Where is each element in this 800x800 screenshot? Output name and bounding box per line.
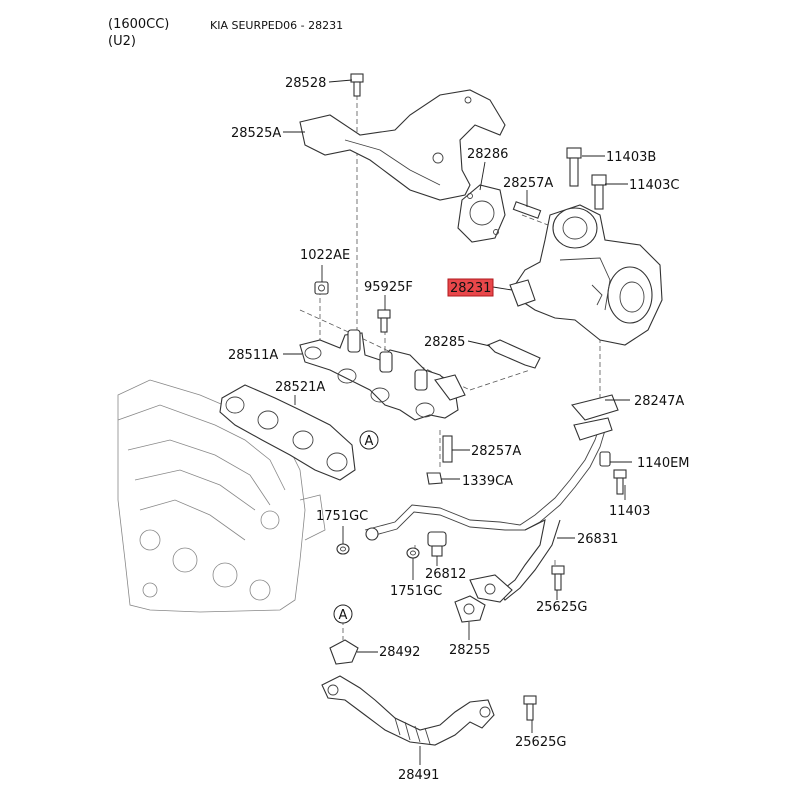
washer-1751GC-a [336,543,350,555]
callout-1751GC-a: 1751GC [316,509,368,524]
bolt-11403C [591,174,607,210]
highlight-box-28231 [447,278,494,297]
svg-text:A: A [339,608,348,623]
callout-25625G-a: 25625G [536,600,587,615]
bolt-11403 [613,469,627,495]
gasket-28255 [454,595,486,623]
callout-28257A-top: 28257A [503,176,553,191]
catalog-title: KIA SEURPED06 - 28231 [210,19,344,32]
callout-28528: 28528 [285,76,326,91]
stud-28257A-mid [442,435,453,463]
callout-28255: 28255 [449,643,490,658]
callout-26812: 26812 [425,567,466,582]
callout-28521A: 28521A [275,380,325,395]
bolt-25625G-a [551,565,565,591]
heat-shield-28525A [299,89,506,201]
callout-labels: 28528 28525A 28286 11403B 28257A 11403C … [228,76,690,783]
callout-28492: 28492 [379,645,420,660]
engine-label: (1600CC) [108,17,170,32]
nut-1339CA [426,472,443,485]
gasket-28285 [487,339,541,369]
callout-28247A: 28247A [634,394,684,409]
bolt-25625G-b [523,695,537,721]
callout-11403C: 11403C [629,178,679,193]
svg-text:A: A [365,434,374,449]
reference-mark-A-1: A [359,430,379,450]
gasket-28521A [219,384,356,481]
bolt-11403B [566,147,582,187]
callout-1339CA: 1339CA [462,474,513,489]
stud-95925F [377,309,391,333]
bolt-28528 [350,73,364,97]
bolt-26812 [427,531,447,557]
callout-28231: 28231 [450,281,491,296]
callout-11403B: 11403B [606,150,656,165]
oil-return-pipe-28491 [321,639,495,746]
turbocharger-28231 [509,204,663,346]
exhaust-manifold-28511A [299,329,466,421]
variant-label: (U2) [108,34,136,49]
callout-11403: 11403 [609,504,650,519]
nut-1022AE [314,281,329,295]
gasket-28286 [457,184,506,243]
callout-1751GC-b: 1751GC [390,584,442,599]
callout-26831: 26831 [577,532,618,547]
callout-28525A: 28525A [231,126,281,141]
stud-28257A-top [512,201,542,219]
callout-1140EM: 1140EM [637,456,690,471]
callout-28286: 28286 [467,147,508,162]
callout-28491: 28491 [398,768,439,783]
washer-1751GC-b [406,547,420,559]
bolt-1140EM [599,451,611,467]
callout-28285: 28285 [424,335,465,350]
callout-28511A: 28511A [228,348,278,363]
callout-95925F: 95925F [364,280,413,295]
reference-mark-A-2: A [333,604,353,624]
leader-lines [283,79,632,765]
callout-28257A-mid: 28257A [471,444,521,459]
callout-1022AE: 1022AE [300,248,350,263]
oil-feed-pipe-26831 [364,394,619,603]
callout-25625G-b: 25625G [515,735,566,750]
